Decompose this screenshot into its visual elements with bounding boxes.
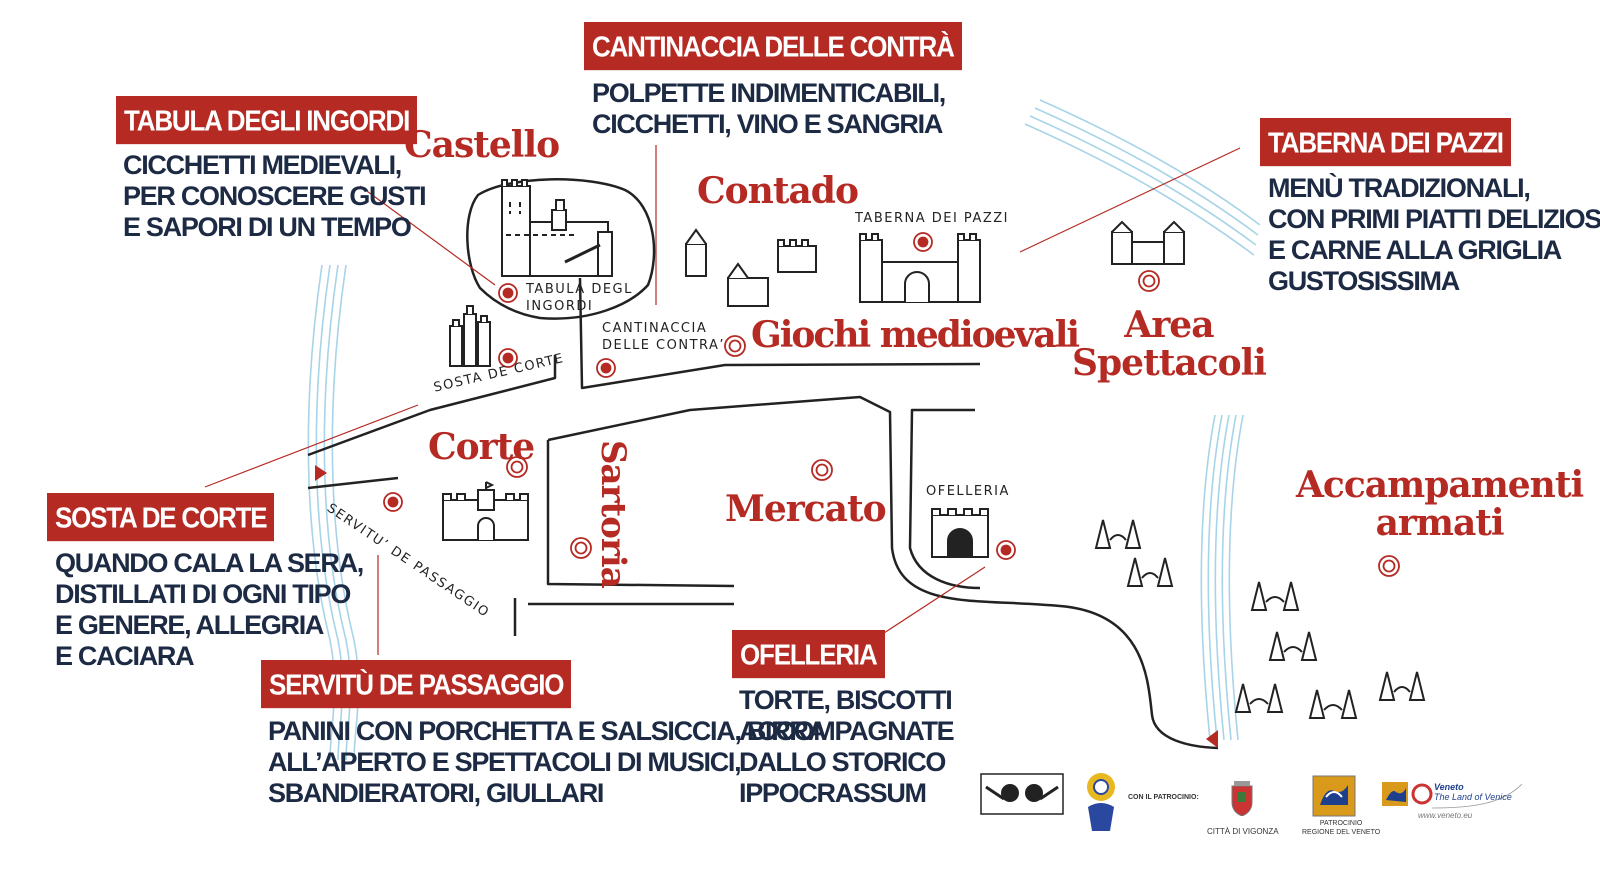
callout-taberna-desc: MENÙ TRADIZIONALI, CON PRIMI PIATTI DELI… [1268,173,1600,297]
river-right [1200,414,1244,741]
area-accampamenti-line1: Accampamenti [1296,464,1584,506]
callout-tabula-line: E SAPORI DI UN TEMPO [123,212,412,242]
area-mercato-label: Mercato [725,488,887,530]
area-spettacoli-line1: Area [1124,304,1214,346]
area-spettacoli-line2: Spettacoli [1072,342,1267,384]
callout-ofelleria-title: OFELLERIA [732,630,885,679]
area-accampamenti-label: Accampamenti armati [1296,464,1584,544]
area-giochi-label: Giochi medioevali [751,314,1080,356]
callout-cantinaccia-line: CICCHETTI, VINO E SANGRIA [592,109,943,139]
taberna-castle-icon [859,233,981,303]
location-markers [383,232,1400,577]
tents-icon [1094,519,1426,719]
callout-sosta-desc: QUANDO CALA LA SERA, DISTILLATI DI OGNI … [55,548,364,672]
area-castle-icon [1111,220,1185,265]
vigonza-label: CITTÀ DI VIGONZA [1207,827,1279,836]
pro-loco-logo [1087,773,1115,831]
callout-taberna-title: TABERNA DEI PAZZI [1260,118,1511,167]
roads [307,277,1219,750]
area-corte-label: Corte [428,426,535,468]
callout-tabula-line: PER CONOSCERE GUSTI [123,181,427,211]
vigonza-crest [1231,781,1253,816]
callout-ofelleria-desc: TORTE, BISCOTTI ACCOMPAGNATE DALLO STORI… [739,685,955,809]
regione-label: PATROCINIO REGIONE DEL VENETO [1302,819,1380,837]
area-contado-label: Contado [697,170,859,212]
veneto-url: www.veneto.eu [1418,811,1473,820]
callout-servitu-line: PANINI CON PORCHETTA E SALSICCIA, BIRRA [268,716,827,746]
callout-ofelleria-line: IPPOCRASSUM [739,778,927,808]
regione-label-line1: PATROCINIO [1319,820,1363,827]
place-cantinaccia-line1: CANTINACCIA [602,321,708,336]
river-top-right [1024,99,1261,256]
veneto-brand-line2: The Land of Venice [1434,792,1512,802]
regione-label-line2: REGIONE DEL VENETO [1302,829,1381,836]
callout-taberna-line: MENÙ TRADIZIONALI, [1268,173,1531,203]
corte-castle-icon [442,481,529,541]
callout-servitu-desc: PANINI CON PORCHETTA E SALSICCIA, BIRRA … [268,716,827,809]
callout-taberna-line: E CARNE ALLA GRIGLIA [1268,235,1562,265]
callout-cantinaccia-title: CANTINACCIA DELLE CONTRÀ [584,22,962,71]
place-cantinaccia-line2: DELLE CONTRA’ [602,338,726,353]
area-accampamenti-line2: armati [1375,502,1505,544]
callout-sosta-line: DISTILLATI DI OGNI TIPO [55,579,351,609]
callout-tabula-desc: CICCHETTI MEDIEVALI, PER CONOSCERE GUSTI… [123,150,427,243]
veneto-brand-text: Veneto The Land of Venice [1434,782,1512,802]
callout-servitu-line: ALL’APERTO E SPETTACOLI DI MUSICI, [268,747,742,777]
place-tabula-label: TABULA DEGL INGORDI [526,281,633,315]
contado-houses-icon [685,228,817,307]
patrocinio-label: CON IL PATROCINIO: [1128,794,1199,801]
regione-veneto-logo [1312,775,1356,817]
river-left [307,264,360,761]
callout-ofelleria-line: TORTE, BISCOTTI [739,685,953,715]
road-arrows [315,465,1218,748]
callout-servitu-line: SBANDIERATORI, GIULLARI [268,778,604,808]
callout-sosta-title: SOSTA DE CORTE [47,493,275,542]
parish-logo [980,773,1064,815]
callout-ofelleria-line: DALLO STORICO [739,747,946,777]
place-ofelleria-label: OFELLERIA [926,484,1010,499]
callout-sosta-line: E CACIARA [55,641,195,671]
veneto-brand-logo [1382,782,1522,809]
callout-sosta-line: QUANDO CALA LA SERA, [55,548,364,578]
callout-cantinaccia-desc: POLPETTE INDIMENTICABILI, CICCHETTI, VIN… [592,78,946,140]
callout-cantinaccia-line: POLPETTE INDIMENTICABILI, [592,78,946,108]
callout-taberna-line: GUSTOSISSIMA [1268,266,1460,296]
towers-icon [449,305,491,367]
castle-icon [501,179,613,277]
callout-tabula-line: CICCHETTI MEDIEVALI, [123,150,402,180]
veneto-brand-line1: Veneto [1434,782,1464,792]
callout-servitu-title: SERVITÙ DE PASSAGGIO [261,660,572,709]
area-castello-label: Castello [404,124,560,166]
callout-taberna-line: CON PRIMI PIATTI DELIZIOSI [1268,204,1600,234]
callout-sosta-line: E GENERE, ALLEGRIA [55,610,324,640]
area-sartoria-label: Sartoria [593,440,633,588]
callout-tabula-title: TABULA DEGLI INGORDI [116,96,418,145]
place-cantinaccia-label: CANTINACCIA DELLE CONTRA’ [602,320,725,354]
place-tabula-line1: TABULA DEGL [526,282,633,297]
area-spettacoli-label: Area Spettacoli [1072,304,1267,384]
callout-ofelleria-line: ACCOMPAGNATE [739,716,955,746]
place-tabula-line2: INGORDI [526,299,594,314]
place-taberna-label: TABERNA DEI PAZZI [855,211,1009,226]
ofelleria-building-icon [931,508,989,558]
castle-wall-outline [466,178,656,320]
